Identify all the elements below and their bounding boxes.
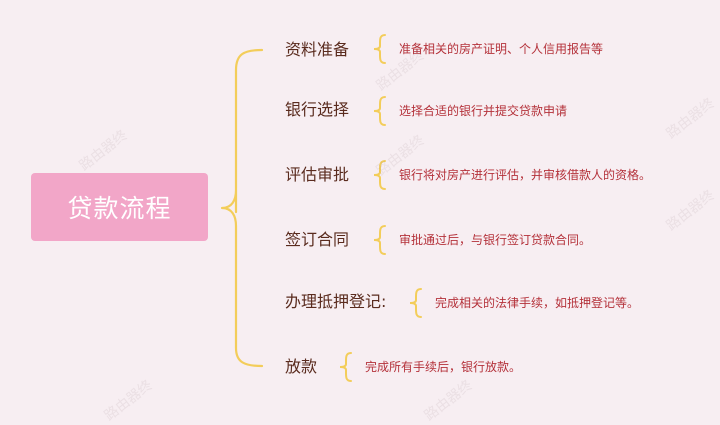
step-desc-6: 完成所有手续后，银行放款。: [365, 360, 522, 374]
mindmap-connectors: [220, 34, 422, 382]
step-label-1: 资料准备: [285, 40, 350, 59]
step-desc-1: 准备相关的房产证明、个人信用报告等: [399, 42, 604, 56]
curly-brace-icon: [409, 288, 422, 318]
step-desc-4: 审批通过后，与银行签订贷款合同。: [399, 233, 592, 247]
root-label: 贷款流程: [67, 194, 172, 223]
curly-brace-icon: [373, 34, 386, 64]
step-label-2: 银行选择: [285, 100, 350, 119]
step-desc-2: 选择合适的银行并提交贷款申请: [399, 104, 568, 118]
curly-brace-icon: [373, 225, 386, 255]
step-label-3: 评估审批: [285, 165, 350, 184]
step-label-5: 办理抵押登记:: [285, 292, 387, 311]
step-desc-3: 银行将对房产进行评估，并审核借款人的资格。: [399, 168, 652, 182]
curly-brace-icon: [373, 96, 386, 126]
curly-brace-icon: [373, 160, 386, 190]
step-label-6: 放款: [285, 357, 318, 376]
main-bracket-icon: [220, 48, 264, 368]
curly-brace-icon: [339, 352, 352, 382]
step-label-4: 签订合同: [285, 230, 350, 249]
step-desc-5: 完成相关的法律手续，如抵押登记等。: [435, 296, 640, 310]
root-node: 贷款流程: [31, 173, 208, 241]
